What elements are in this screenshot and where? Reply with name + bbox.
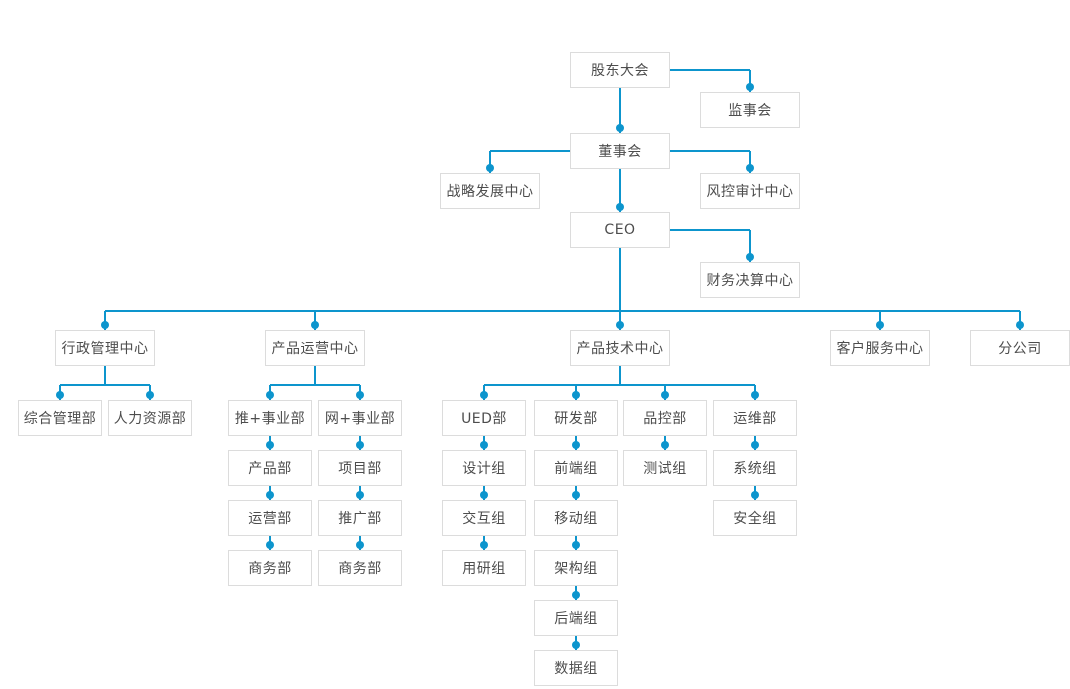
connector-line xyxy=(270,384,360,386)
connector-line xyxy=(314,311,316,330)
connector-dot xyxy=(356,541,364,549)
org-node-qc-dept: 品控部 xyxy=(623,400,707,436)
connector-line xyxy=(489,151,491,173)
org-node-mobile-group: 移动组 xyxy=(534,500,618,536)
connector-dot xyxy=(480,541,488,549)
connector-line xyxy=(749,151,751,173)
org-node-risk-audit-center: 风控审计中心 xyxy=(700,173,800,209)
org-node-security-group: 安全组 xyxy=(713,500,797,536)
org-node-rnd-dept: 研发部 xyxy=(534,400,618,436)
connector-dot xyxy=(572,391,580,399)
connector-dot xyxy=(311,321,319,329)
org-node-admin-center: 行政管理中心 xyxy=(55,330,155,366)
connector-dot xyxy=(356,391,364,399)
org-node-ceo: CEO xyxy=(570,212,670,248)
connector-line xyxy=(484,384,755,386)
connector-dot xyxy=(480,391,488,399)
org-node-product-dept: 产品部 xyxy=(228,450,312,486)
org-node-operations-dept: 运营部 xyxy=(228,500,312,536)
org-node-user-research-group: 用研组 xyxy=(442,550,526,586)
connector-dot xyxy=(266,441,274,449)
connector-line xyxy=(879,311,881,330)
connector-dot xyxy=(616,124,624,132)
connector-dot xyxy=(266,491,274,499)
org-node-system-group: 系统组 xyxy=(713,450,797,486)
connector-dot xyxy=(751,491,759,499)
connector-dot xyxy=(146,391,154,399)
org-node-shareholders-meeting: 股东大会 xyxy=(570,52,670,88)
connector-dot xyxy=(572,641,580,649)
org-node-finance-center: 财务决算中心 xyxy=(700,262,800,298)
connector-line xyxy=(619,248,621,330)
org-node-backend-group: 后端组 xyxy=(534,600,618,636)
org-node-general-mgmt-dept: 综合管理部 xyxy=(18,400,102,436)
connector-line xyxy=(619,88,621,133)
connector-line xyxy=(670,229,750,231)
connector-dot xyxy=(56,391,64,399)
connector-dot xyxy=(661,441,669,449)
org-node-frontend-group: 前端组 xyxy=(534,450,618,486)
connector-line xyxy=(105,310,1020,312)
connector-line xyxy=(670,150,750,152)
connector-line xyxy=(314,366,316,385)
connector-dot xyxy=(480,441,488,449)
org-node-architecture-group: 架构组 xyxy=(534,550,618,586)
connector-dot xyxy=(876,321,884,329)
connector-dot xyxy=(751,441,759,449)
org-node-design-group: 设计组 xyxy=(442,450,526,486)
org-node-commerce-dept-2: 商务部 xyxy=(318,550,402,586)
connector-line xyxy=(670,69,750,71)
org-node-ops-maintenance-dept: 运维部 xyxy=(713,400,797,436)
connector-line xyxy=(490,150,570,152)
connector-dot xyxy=(572,491,580,499)
org-node-data-group: 数据组 xyxy=(534,650,618,686)
connector-dot xyxy=(101,321,109,329)
connector-dot xyxy=(746,83,754,91)
connector-dot xyxy=(616,203,624,211)
connector-dot xyxy=(572,541,580,549)
connector-line xyxy=(749,70,751,92)
org-node-project-dept: 项目部 xyxy=(318,450,402,486)
connector-line xyxy=(1019,311,1021,330)
org-node-wang-business-dept: 网+事业部 xyxy=(318,400,402,436)
org-node-branch-company: 分公司 xyxy=(970,330,1070,366)
org-node-promotion-dept: 推广部 xyxy=(318,500,402,536)
connector-line xyxy=(749,230,751,262)
connector-line xyxy=(104,311,106,330)
org-node-interaction-group: 交互组 xyxy=(442,500,526,536)
connector-dot xyxy=(486,164,494,172)
org-node-ued-dept: UED部 xyxy=(442,400,526,436)
org-node-product-ops-center: 产品运营中心 xyxy=(265,330,365,366)
connector-dot xyxy=(266,541,274,549)
connector-dot xyxy=(356,491,364,499)
connector-dot xyxy=(746,253,754,261)
org-node-product-tech-center: 产品技术中心 xyxy=(570,330,670,366)
org-node-customer-service-center: 客户服务中心 xyxy=(830,330,930,366)
connector-dot xyxy=(1016,321,1024,329)
connector-dot xyxy=(616,321,624,329)
org-node-tui-business-dept: 推+事业部 xyxy=(228,400,312,436)
connector-dot xyxy=(572,441,580,449)
org-node-strategy-dev-center: 战略发展中心 xyxy=(440,173,540,209)
org-node-testing-group: 测试组 xyxy=(623,450,707,486)
connector-dot xyxy=(266,391,274,399)
org-node-board-of-directors: 董事会 xyxy=(570,133,670,169)
org-node-hr-dept: 人力资源部 xyxy=(108,400,192,436)
connector-dot xyxy=(751,391,759,399)
connector-dot xyxy=(356,441,364,449)
connector-line xyxy=(619,169,621,212)
org-node-commerce-dept-1: 商务部 xyxy=(228,550,312,586)
connector-dot xyxy=(572,591,580,599)
org-node-supervisory-board: 监事会 xyxy=(700,92,800,128)
connector-line xyxy=(104,366,106,385)
connector-dot xyxy=(746,164,754,172)
connector-line xyxy=(60,384,150,386)
connector-dot xyxy=(661,391,669,399)
connector-line xyxy=(619,366,621,385)
connector-dot xyxy=(480,491,488,499)
